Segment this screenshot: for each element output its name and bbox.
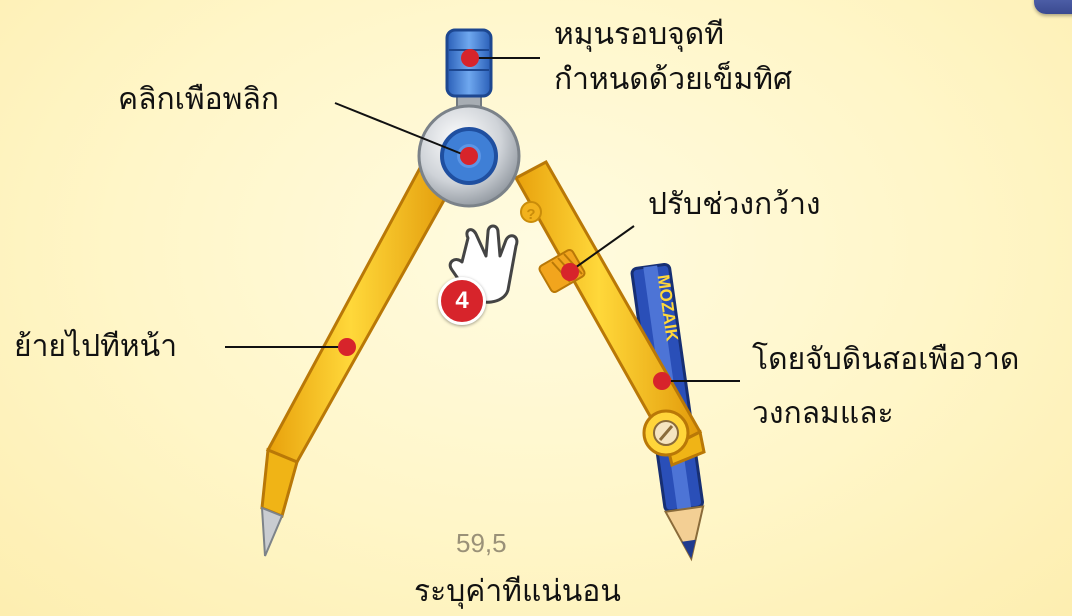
label-draw-line2: วงกลมและ <box>752 394 894 434</box>
label-move-front: ย้ายไปทีหน้า <box>14 327 177 367</box>
label-rotate-line1: หมุนรอบจุดที <box>554 15 724 55</box>
left-leg[interactable] <box>262 168 452 556</box>
label-rotate-line2: กำหนดด้วยเข็มทิศ <box>554 60 792 100</box>
hotspot-adjust-width <box>561 263 579 281</box>
rotate-knob[interactable] <box>447 30 491 112</box>
hotspot-draw <box>653 372 671 390</box>
label-specify-value: ระบุค่าทีแน่นอน <box>414 572 621 612</box>
hotspot-move <box>338 338 356 356</box>
label-flip: คลิกเพือพลิก <box>118 80 279 120</box>
svg-text:?: ? <box>526 206 535 223</box>
hotspot-rotate <box>461 49 479 67</box>
label-draw-line1: โดยจับดินสอเพือวาด <box>752 340 1019 380</box>
label-adjust-width: ปรับช่วงกว้าง <box>648 185 821 225</box>
needle-tip <box>262 508 282 556</box>
measurement-readout: 59,5 <box>456 528 507 559</box>
hotspot-flip <box>460 147 478 165</box>
step-badge: 4 <box>438 277 486 325</box>
